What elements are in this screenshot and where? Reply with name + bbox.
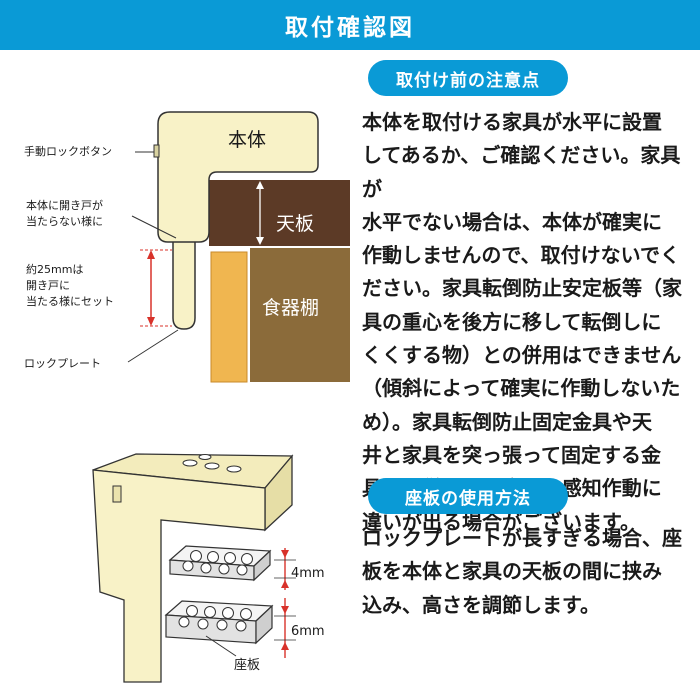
page-title: 取付確認図: [285, 15, 415, 41]
cabinet-shape: [250, 248, 350, 382]
leader-lock-plate: [127, 329, 179, 363]
spacer-label: 座板: [234, 658, 261, 673]
door-clearance-label: 本体に開き戸が 当たらない様に: [26, 199, 103, 228]
section-heading-precautions: 取付け前の注意点: [368, 60, 568, 96]
manual-lock-button-label: 手動ロックボタン: [24, 145, 112, 158]
cabinet-label: 食器棚: [262, 297, 320, 319]
device-body-shape: [157, 111, 319, 243]
device-front-face: [92, 469, 266, 683]
manual-lock-button-shape-3d: [112, 485, 122, 503]
door-shape: [210, 251, 248, 383]
header-bar: 取付確認図: [0, 0, 700, 50]
top-board-shape: [209, 180, 350, 246]
body-label: 本体: [228, 129, 267, 151]
spacer-usage-text: ロックプレートが長すぎる場合、座 板を本体と家具の天板の間に挟み 込み、高さを調…: [362, 526, 682, 617]
precautions-text: 本体を取付ける家具が水平に設置 してあるか、ご確認ください。家具が 水平でない場…: [362, 110, 682, 534]
lock-plate-shape: [172, 239, 196, 330]
dimension-upper-arrow: [274, 548, 296, 590]
leader-spacer: [205, 635, 237, 657]
dimension-lower-label: 6mm: [291, 624, 325, 639]
dimension-upper-label: 4mm: [291, 566, 325, 581]
gap-note-label: 約25mmは 開き戸に 当たる様にセット: [26, 263, 114, 308]
section-heading-spacer-usage: 座板の使用方法: [368, 478, 568, 514]
dimension-lower-arrow: [274, 598, 296, 658]
lower-spacer-plate: [164, 600, 274, 645]
manual-lock-button-shape: [153, 144, 160, 158]
top-board-label: 天板: [276, 213, 315, 235]
leader-door-clearance: [131, 215, 177, 239]
lock-plate-label: ロックプレート: [24, 357, 101, 370]
upper-spacer-plate: [168, 545, 272, 582]
